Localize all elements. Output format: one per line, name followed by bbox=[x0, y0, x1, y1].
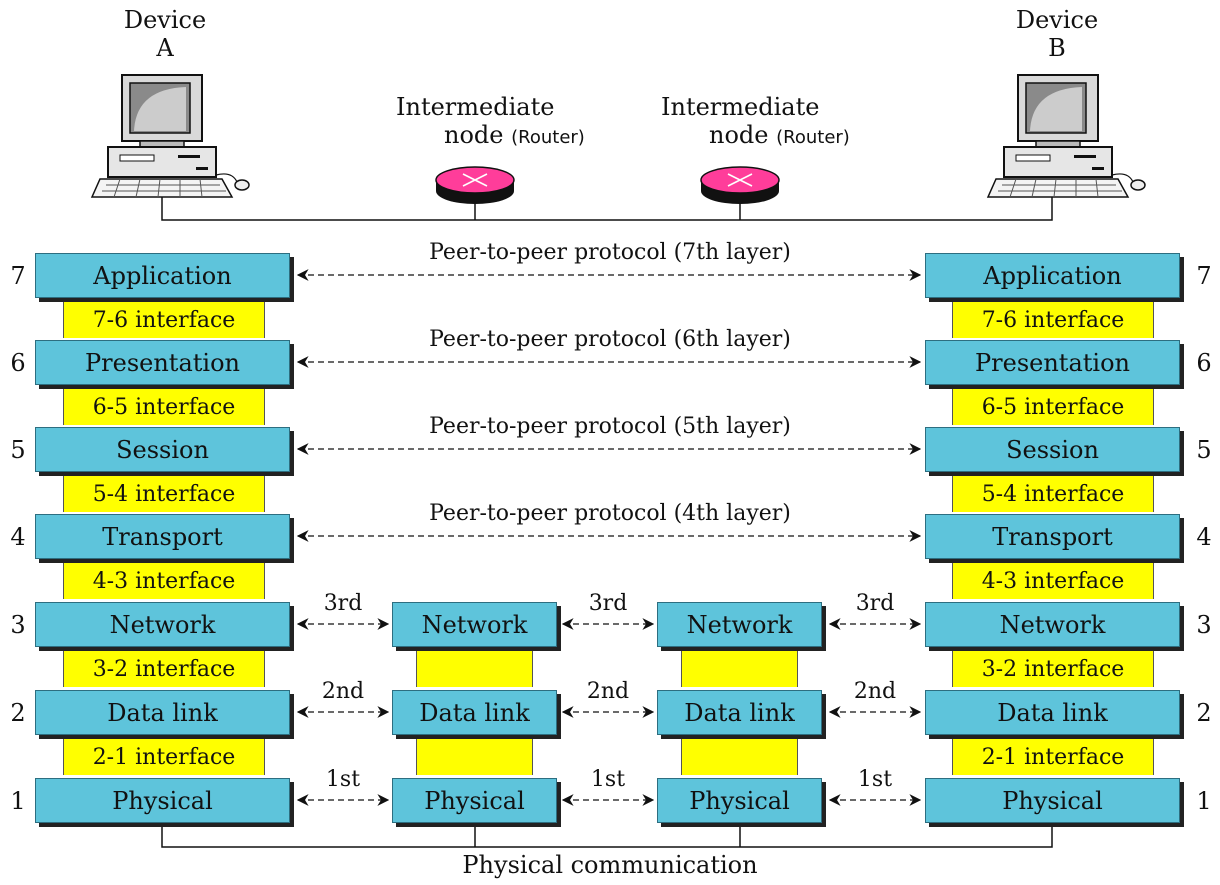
layer-num-right-5: 5 bbox=[1196, 436, 1212, 464]
hop-label-3-a: 3rd bbox=[323, 591, 363, 616]
router-2-icon bbox=[700, 166, 780, 204]
layer-right-physical: Physical bbox=[925, 778, 1180, 823]
iface-right-5-4: 5-4 interface bbox=[952, 476, 1154, 512]
router-1-line2: node bbox=[444, 121, 504, 149]
layer-num-right-7: 7 bbox=[1196, 262, 1212, 290]
layer-num-left-2: 2 bbox=[10, 699, 26, 727]
iface-right-6-5: 6-5 interface bbox=[952, 389, 1154, 425]
layer-right-application: Application bbox=[925, 253, 1180, 298]
layer-left-physical: Physical bbox=[35, 778, 290, 823]
router-2-data-link: Data link bbox=[657, 690, 822, 735]
layer-num-left-5: 5 bbox=[10, 436, 26, 464]
iface-right-4-3: 4-3 interface bbox=[952, 563, 1154, 599]
router-1-label: Intermediate node (Router) bbox=[380, 93, 585, 152]
layer-left-transport: Transport bbox=[35, 514, 290, 559]
iface-left-2-1: 2-1 interface bbox=[63, 739, 265, 775]
hop-label-3-c: 3rd bbox=[855, 591, 895, 616]
peer-label-4: Peer-to-peer protocol (4th layer) bbox=[429, 501, 791, 526]
computer-b-icon bbox=[986, 74, 1146, 198]
router-1-network: Network bbox=[392, 602, 557, 647]
router-1-physical: Physical bbox=[392, 778, 557, 823]
router-2-interface-2-1 bbox=[681, 739, 798, 775]
hop-label-2-b: 2nd bbox=[586, 679, 630, 704]
router-2-label: Intermediate node (Router) bbox=[645, 93, 850, 152]
layer-left-session: Session bbox=[35, 427, 290, 472]
peer-label-6: Peer-to-peer protocol (6th layer) bbox=[429, 327, 791, 352]
iface-left-7-6: 7-6 interface bbox=[63, 302, 265, 338]
computer-a-icon bbox=[90, 74, 250, 198]
router-1-interface-3-2 bbox=[416, 651, 533, 687]
router-1-interface-2-1 bbox=[416, 739, 533, 775]
peer-arrows bbox=[296, 269, 922, 806]
router-2-network: Network bbox=[657, 602, 822, 647]
layer-left-application: Application bbox=[35, 253, 290, 298]
layer-num-right-1: 1 bbox=[1196, 787, 1212, 815]
layer-num-left-3: 3 bbox=[10, 611, 26, 639]
layer-right-data-link: Data link bbox=[925, 690, 1180, 735]
iface-right-7-6: 7-6 interface bbox=[952, 302, 1154, 338]
iface-left-6-5: 6-5 interface bbox=[63, 389, 265, 425]
router-1-data-link: Data link bbox=[392, 690, 557, 735]
layer-right-network: Network bbox=[925, 602, 1180, 647]
peer-label-7: Peer-to-peer protocol (7th layer) bbox=[429, 240, 791, 265]
router-2-interface-3-2 bbox=[681, 651, 798, 687]
iface-right-2-1: 2-1 interface bbox=[952, 739, 1154, 775]
router-2-line1: Intermediate bbox=[661, 93, 820, 121]
router-2-tag: (Router) bbox=[776, 127, 850, 148]
physical-communication-label: Physical communication bbox=[462, 851, 758, 879]
layer-right-transport: Transport bbox=[925, 514, 1180, 559]
iface-left-4-3: 4-3 interface bbox=[63, 563, 265, 599]
layer-left-data-link: Data link bbox=[35, 690, 290, 735]
iface-left-3-2: 3-2 interface bbox=[63, 651, 265, 687]
router-1-line1: Intermediate bbox=[396, 93, 555, 121]
layer-left-presentation: Presentation bbox=[35, 340, 290, 385]
layer-right-session: Session bbox=[925, 427, 1180, 472]
router-2-physical: Physical bbox=[657, 778, 822, 823]
iface-right-3-2: 3-2 interface bbox=[952, 651, 1154, 687]
hop-label-1-b: 1st bbox=[590, 767, 626, 792]
physical-communication-line bbox=[161, 822, 1053, 848]
layer-num-left-1: 1 bbox=[10, 787, 26, 815]
router-1-icon bbox=[435, 166, 515, 204]
layer-num-left-7: 7 bbox=[10, 262, 26, 290]
layer-num-right-4: 4 bbox=[1196, 523, 1212, 551]
layer-num-right-6: 6 bbox=[1196, 349, 1212, 377]
layer-num-right-3: 3 bbox=[1196, 611, 1212, 639]
hop-label-3-b: 3rd bbox=[588, 591, 628, 616]
hop-label-1-a: 1st bbox=[325, 767, 361, 792]
layer-right-presentation: Presentation bbox=[925, 340, 1180, 385]
layer-num-right-2: 2 bbox=[1196, 699, 1212, 727]
layer-num-left-4: 4 bbox=[10, 523, 26, 551]
router-1-tag: (Router) bbox=[511, 127, 585, 148]
hop-label-2-a: 2nd bbox=[321, 679, 365, 704]
top-link-lines bbox=[161, 195, 1053, 221]
router-2-line2: node bbox=[709, 121, 769, 149]
hop-label-1-c: 1st bbox=[857, 767, 893, 792]
iface-left-5-4: 5-4 interface bbox=[63, 476, 265, 512]
layer-num-left-6: 6 bbox=[10, 349, 26, 377]
layer-left-network: Network bbox=[35, 602, 290, 647]
hop-label-2-c: 2nd bbox=[853, 679, 897, 704]
peer-label-5: Peer-to-peer protocol (5th layer) bbox=[429, 414, 791, 439]
